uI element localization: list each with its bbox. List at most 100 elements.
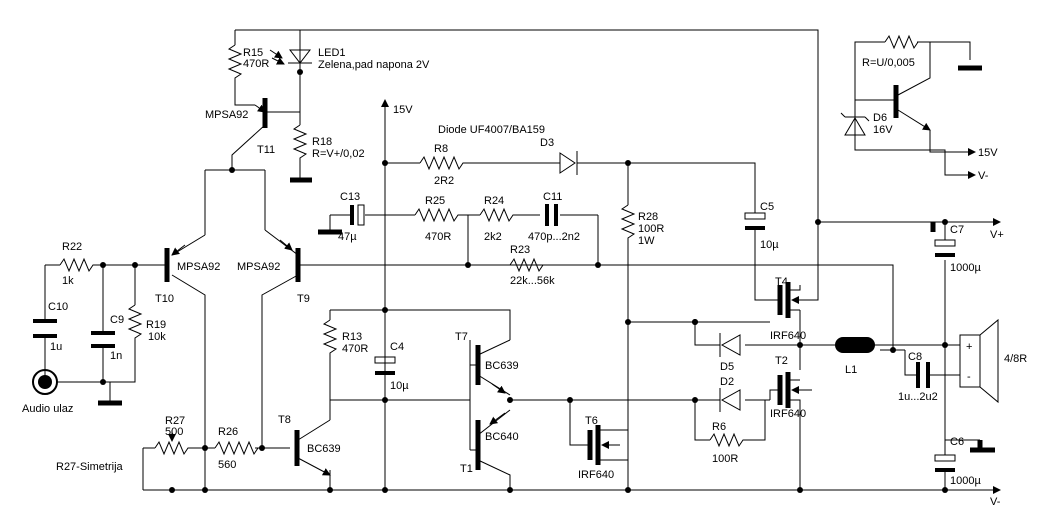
r15-symbol: [227, 44, 243, 80]
r18-symbol: [292, 124, 308, 165]
r22-value: 1k: [62, 275, 74, 287]
r6-symbol: [709, 432, 745, 448]
capacitors: [33, 204, 956, 472]
r15-value: 470R: [243, 58, 269, 70]
r13-symbol: [322, 319, 338, 360]
r26-symbol: [214, 440, 259, 456]
led1-label: LED1: [318, 47, 346, 59]
r27-note: R27-Simetrija: [56, 461, 124, 473]
speaker-plus: +: [966, 341, 972, 353]
c9-label: C9: [110, 314, 124, 326]
d2-label: D2: [720, 376, 734, 388]
r26-label: R26: [218, 426, 238, 438]
d6-value: 16V: [873, 124, 893, 136]
c13-label: C13: [340, 191, 360, 203]
rail-arrows: [381, 99, 1001, 494]
t8-label: T8: [278, 414, 291, 426]
r27-label: R27: [165, 415, 185, 427]
r25-value: 470R: [425, 231, 451, 243]
c8-value: 1u...2u2: [898, 391, 938, 403]
inset-r-formula: R=U/0,005: [862, 57, 915, 69]
c8-label: C8: [908, 351, 922, 363]
r8-value: 2R2: [434, 175, 454, 187]
r22-label: R22: [62, 241, 82, 253]
t9-type: MPSA92: [237, 261, 280, 273]
d6-label: D6: [873, 112, 887, 124]
d2-symbol: [720, 389, 741, 411]
c7-label: C7: [950, 224, 964, 236]
led1-desc: Zelena,pad napona 2V: [318, 59, 430, 71]
r18-label: R18: [312, 136, 332, 148]
misc-components: [32, 318, 999, 404]
r23-label: R23: [510, 244, 530, 256]
c13-value: 47µ: [338, 231, 357, 243]
c7-value: 1000µ: [950, 262, 981, 274]
r25-label: R25: [425, 195, 445, 207]
t10-label: T10: [155, 293, 174, 305]
c11-value: 470p...2n2: [528, 231, 580, 243]
r19-label: R19: [146, 319, 166, 331]
diode-note: Diode UF4007/BA159: [438, 124, 545, 136]
r24-symbol: [479, 207, 515, 223]
r23-value: 22k...56k: [510, 275, 555, 287]
r26-value: 560: [218, 459, 236, 471]
speaker-body: [959, 334, 981, 388]
labels: R15 470R LED1 Zelena,pad napona 2V MPSA9…: [22, 47, 1027, 508]
resistors: [59, 34, 919, 456]
r15-label: R15: [243, 47, 263, 59]
r-inset-symbol: [884, 34, 919, 50]
d5-symbol: [720, 334, 741, 356]
transistors: [164, 41, 975, 476]
t7-label: T7: [455, 331, 468, 343]
vplus-label: V+: [990, 229, 1004, 241]
r24-value: 2k2: [484, 231, 502, 243]
t11-type: MPSA92: [205, 109, 248, 121]
t1-label: T1: [460, 463, 473, 475]
d3-label: D3: [540, 137, 554, 149]
r28-label: R28: [638, 211, 658, 223]
wires: [44, 29, 995, 491]
t7-type: BC639: [485, 360, 519, 372]
t6-label: T6: [585, 415, 598, 427]
t6-type: IRF640: [578, 469, 614, 481]
r27-symbol: [154, 440, 190, 456]
r13-value: 470R: [342, 343, 368, 355]
r27-value: 500: [165, 426, 183, 438]
d3-symbol: [559, 152, 576, 174]
t4-type: IRF640: [770, 330, 806, 342]
d6-symbol: [844, 117, 866, 136]
t10-type: MPSA92: [177, 261, 220, 273]
t11-label: T11: [257, 144, 275, 156]
t8-type: BC639: [307, 443, 341, 455]
r13-label: R13: [342, 331, 362, 343]
t2-type: IRF640: [770, 408, 806, 420]
speaker-label: 4/8R: [1004, 353, 1027, 365]
c10-label: C10: [48, 301, 68, 313]
c10-value: 1u: [50, 341, 62, 353]
c4-value: 10µ: [390, 380, 409, 392]
t4-label: T4: [775, 276, 788, 288]
d5-label: D5: [720, 361, 734, 373]
c11-label: C11: [543, 191, 562, 203]
r28-symbol: [620, 204, 636, 240]
c5-value: 10µ: [760, 239, 779, 251]
t1-type: BC640: [485, 431, 519, 443]
r6-value: 100R: [712, 453, 738, 465]
r6-label: R6: [712, 421, 726, 433]
speaker-cone: [979, 318, 999, 404]
r28-power: 1W: [638, 235, 655, 247]
r8-symbol: [419, 155, 465, 171]
r19-value: 10k: [148, 331, 166, 343]
l1-label: L1: [845, 364, 857, 376]
r28-value: 100R: [638, 223, 664, 235]
audio-input-label: Audio ulaz: [22, 403, 73, 415]
t2-label: T2: [775, 355, 788, 367]
l1-symbol: [835, 337, 875, 353]
r18-value: R=V+/0,02: [312, 148, 365, 160]
c4-label: C4: [390, 341, 404, 353]
r22-symbol: [59, 257, 95, 273]
vminus-label: V-: [990, 496, 1001, 508]
inset-vminus-label: V-: [978, 170, 989, 182]
r25-symbol: [414, 207, 460, 223]
